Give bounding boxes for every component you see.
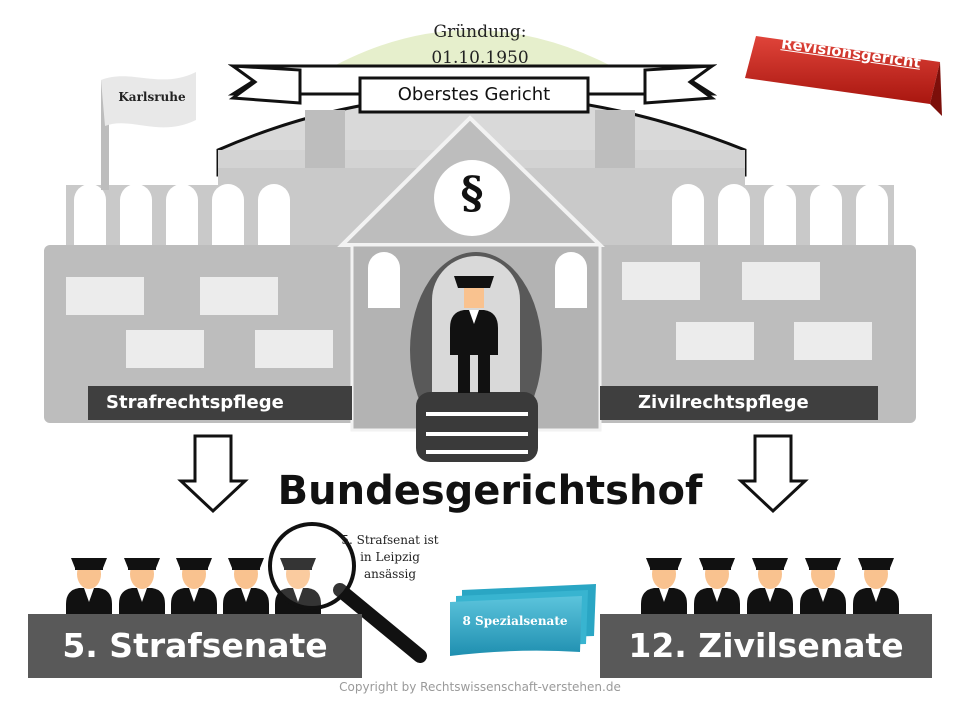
- special-senates-cards: [450, 584, 596, 656]
- flag-text: Karlsruhe: [118, 90, 186, 104]
- down-arrow-icon: [177, 434, 249, 514]
- upper-windows: [74, 184, 888, 245]
- paragraph-symbol: §: [460, 168, 484, 219]
- magnifier-note: 5. Strafsenat ist in Leipzig ansässig: [340, 532, 440, 583]
- magnifier-note-line1: 5. Strafsenat ist: [341, 533, 439, 547]
- magnifier-icon: [268, 522, 427, 663]
- right-wing-label: Zivilrechtspflege: [600, 386, 878, 420]
- copyright: Copyright by Rechtswissenschaft-verstehe…: [339, 680, 621, 694]
- revisionsgericht-badge: [745, 36, 942, 116]
- magnifier-note-line3: ansässig: [363, 567, 417, 581]
- judge-icon: [450, 276, 498, 393]
- founding-label: Gründung:: [433, 22, 527, 42]
- banner-text: Oberstes Gericht: [397, 84, 551, 105]
- flag-icon: [101, 72, 196, 128]
- left-senates-box: 5. Strafsenate: [28, 614, 362, 678]
- founding-date: 01.10.1950: [431, 48, 529, 68]
- right-senates-box: 12. Zivilsenate: [600, 614, 932, 678]
- down-arrow-icon: [737, 434, 809, 514]
- flagpole: [101, 80, 109, 190]
- stairs-icon: [416, 392, 538, 462]
- special-senates-text: 8 Spezialsenate: [462, 614, 568, 628]
- main-title: Bundesgerichtshof: [277, 468, 703, 514]
- dome: [318, 30, 628, 75]
- magnifier-note-line2: in Leipzig: [360, 550, 420, 564]
- left-wing-label: Strafrechtspflege: [88, 386, 352, 420]
- paragraph-icon: [434, 160, 510, 236]
- right-judges: [641, 558, 899, 614]
